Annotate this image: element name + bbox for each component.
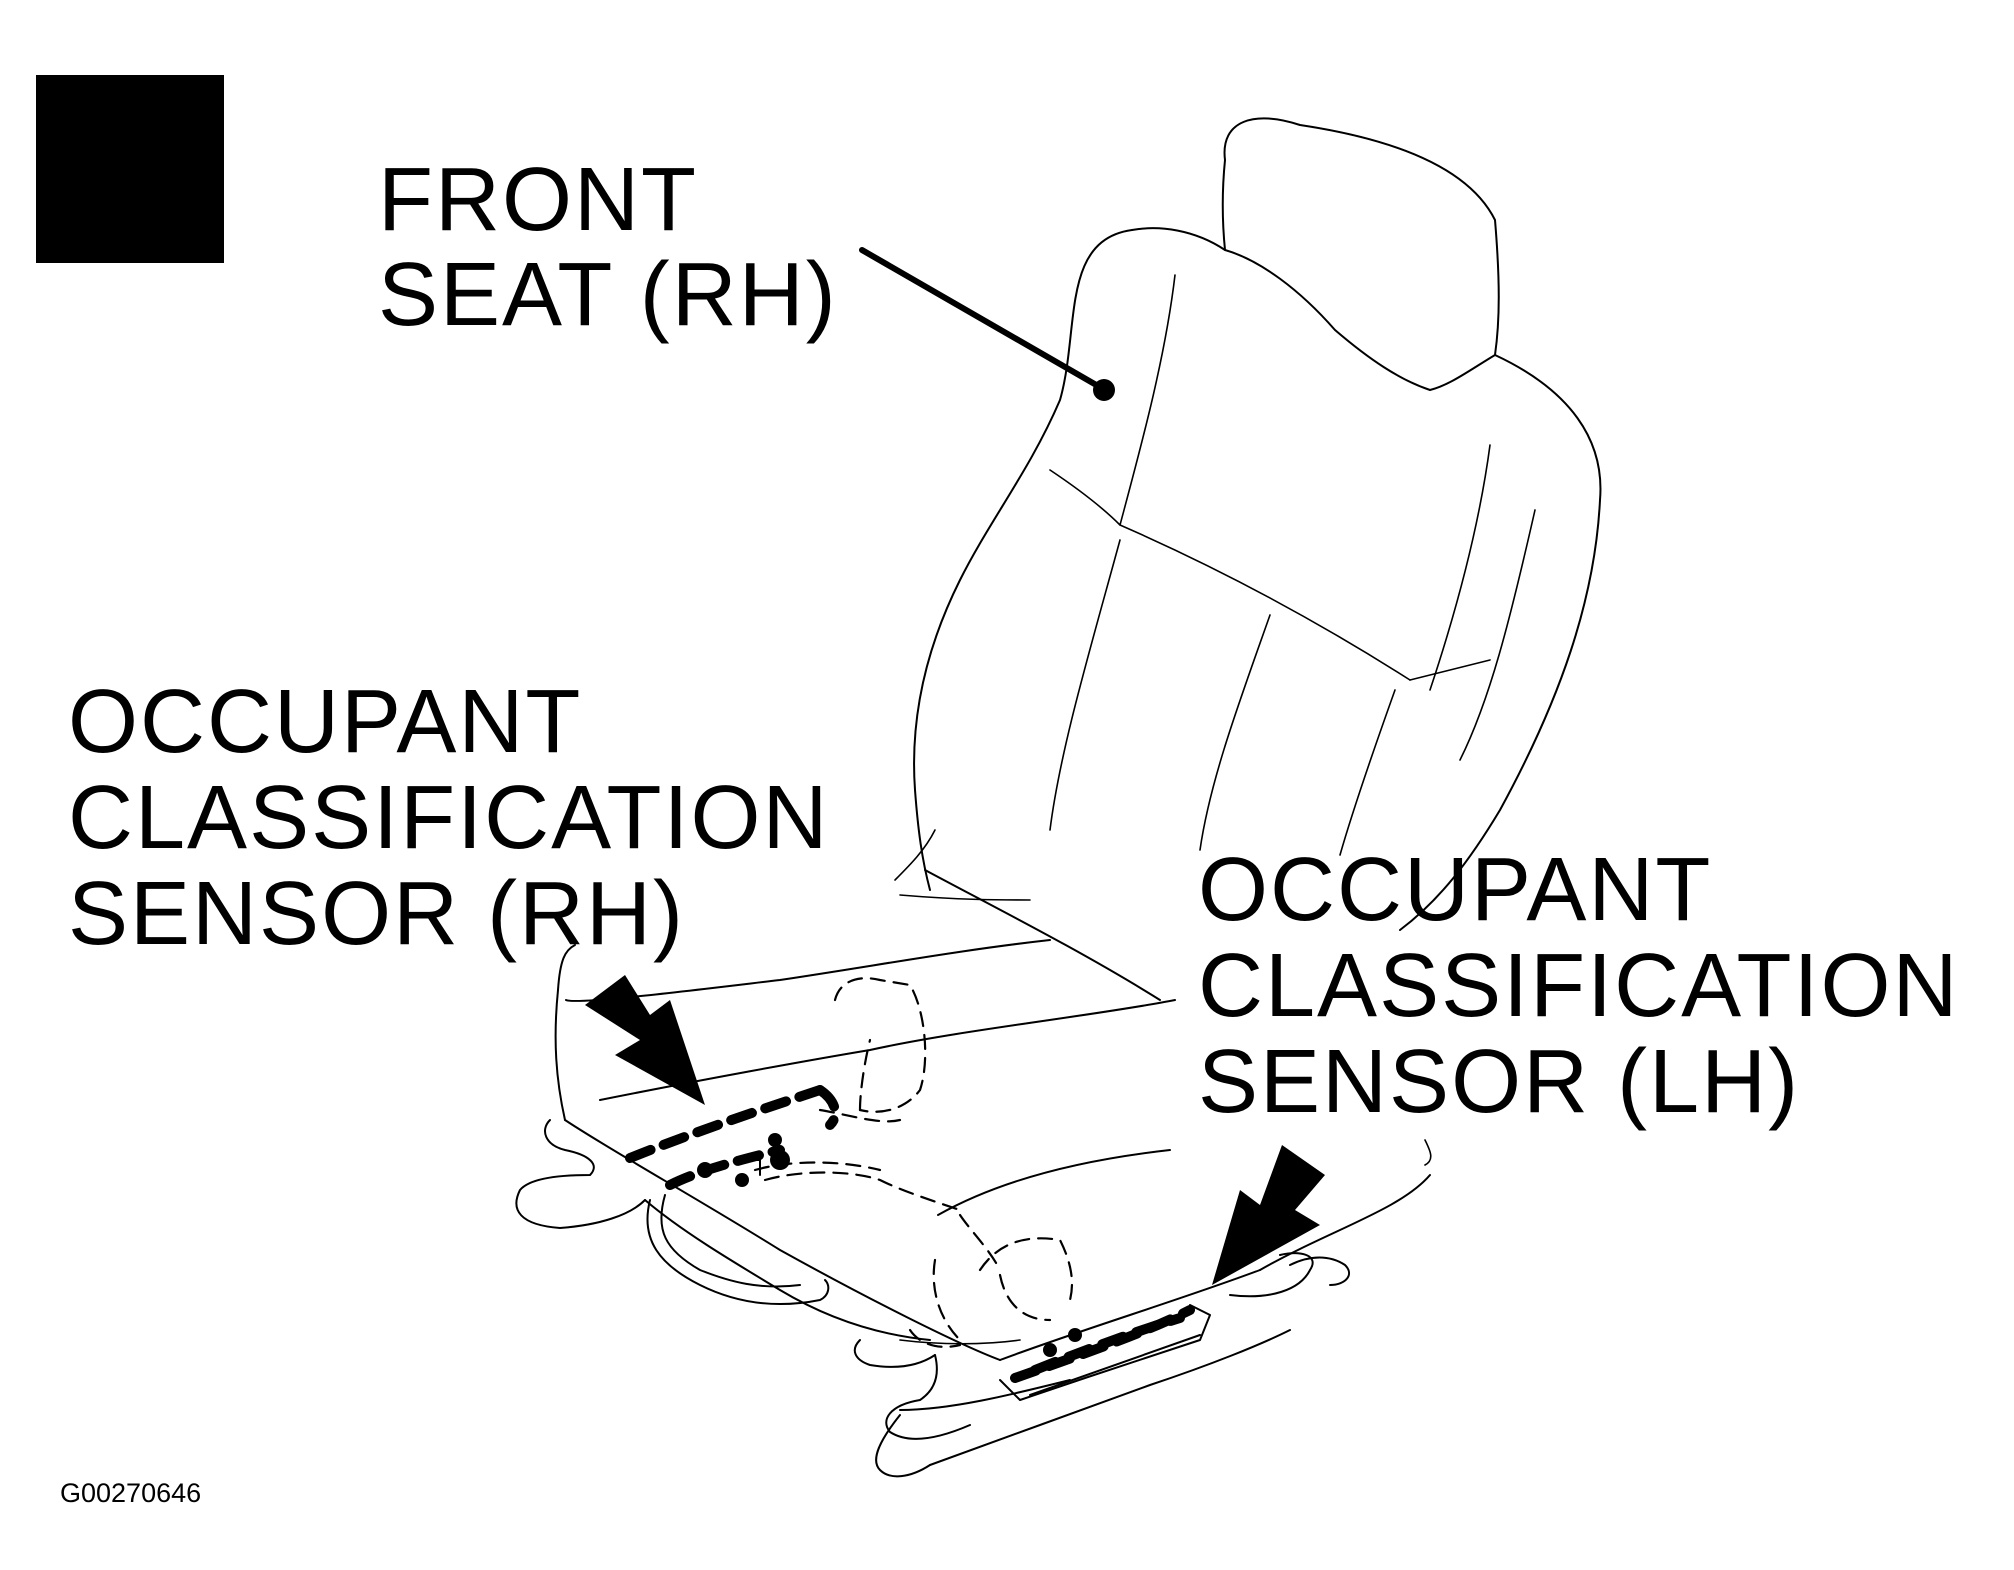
figure-badge: X [36, 74, 224, 263]
front-seat-label: FRONT SEAT (RH) [378, 150, 838, 345]
sensor-lh-label-line-1: OCCUPANT [1198, 840, 1712, 940]
front-seat-leader [859, 247, 1115, 401]
sensor-lh-label-line-3: SENSOR (LH) [1198, 1032, 1800, 1132]
sensor-lh-label-line-2: CLASSIFICATION [1198, 936, 1959, 1036]
arrow-rh [585, 975, 705, 1105]
front-seat-label-line-2: SEAT (RH) [378, 245, 838, 345]
sensor-lh [999, 1304, 1211, 1401]
sensor-lh-label: OCCUPANT CLASSIFICATION SENSOR (LH) [1198, 840, 1959, 1132]
hidden-components [753, 977, 1074, 1348]
arrow-lh [1212, 1145, 1325, 1285]
sensor-rh-label-line-3: SENSOR (RH) [68, 864, 685, 964]
seat-back [894, 117, 1602, 1001]
sensor-rh-label-line-1: OCCUPANT [68, 672, 582, 772]
seat-cushion [554, 939, 1432, 1361]
seat-rails [515, 1119, 1350, 1478]
sensor-rh-label: OCCUPANT CLASSIFICATION SENSOR (RH) [68, 672, 829, 964]
sensor-rh-label-line-2: CLASSIFICATION [68, 768, 829, 868]
figure-id: G00270646 [60, 1478, 201, 1508]
sensor-rh [625, 1085, 841, 1190]
front-seat-label-line-1: FRONT [378, 150, 698, 250]
badge-letter: X [80, 74, 180, 242]
